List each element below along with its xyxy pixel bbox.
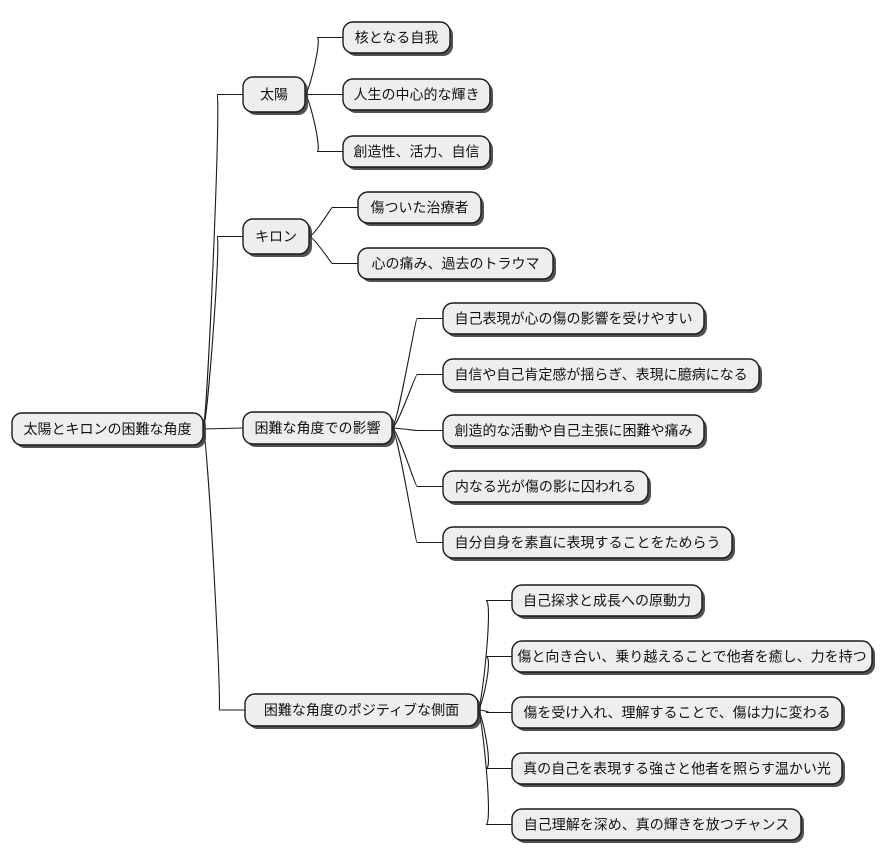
leaf-node-chiron-1-box[interactable] — [357, 191, 482, 224]
edge-root-to-konnan-eikyou — [202, 427, 244, 430]
leaf-node-konnan-eikyou-5-box[interactable] — [442, 526, 733, 559]
leaf-node-konnan-eikyou-5-label: 自分自身を素直に表現することをためらう — [455, 535, 721, 552]
leaf-node-konnan-positive-3[interactable]: 傷を受け入れ、理解することで、傷は力に変わる — [511, 696, 845, 731]
leaf-node-konnan-eikyou-5[interactable]: 自分自身を素直に表現することをためらう — [442, 526, 735, 561]
leaf-node-konnan-positive-1-label: 自己探求と成長への原動力 — [523, 594, 691, 610]
leaf-node-konnan-positive-2-label: 傷と向き合い、乗り越えることで他者を癒し、力を持つ — [517, 650, 866, 666]
edge-taiyou-to-核となる自我 — [304, 36, 343, 96]
leaf-node-taiyou-3-box[interactable] — [342, 135, 491, 168]
branch-node-taiyou-label: 太陽 — [260, 88, 288, 104]
leaf-node-konnan-eikyou-4-label: 内なる光が傷の影に囚われる — [455, 480, 636, 496]
branch-node-taiyou-box[interactable] — [242, 76, 306, 113]
leaf-node-konnan-positive-4-box[interactable] — [511, 752, 843, 785]
edge-root-to-chiron — [202, 235, 243, 430]
edge-chiron-to-心の痛み-過去のトラウマ — [308, 235, 358, 265]
root-node[interactable]: 太陽とキロンの困難な角度 — [11, 412, 206, 448]
leaf-node-konnan-positive-4-label: 真の自己を表現する強さと他者を照らす温かい光 — [523, 762, 831, 778]
leaf-node-konnan-eikyou-4-box[interactable] — [442, 470, 649, 503]
branch-node-chiron-box[interactable] — [242, 218, 310, 255]
leaf-node-konnan-eikyou-2-box[interactable] — [442, 358, 760, 391]
branch-node-konnan-positive[interactable]: 困難な角度のポジティブな側面 — [244, 693, 481, 729]
leaf-node-konnan-eikyou-1[interactable]: 自己表現が心の傷の影響を受けやすい — [442, 302, 707, 337]
leaf-node-konnan-positive-5-label: 自己理解を深め、真の輝きを放つチャンス — [524, 818, 790, 834]
leaf-node-konnan-eikyou-4[interactable]: 内なる光が傷の影に囚われる — [442, 470, 651, 505]
edge-root-to-taiyou — [202, 93, 243, 430]
leaf-node-konnan-eikyou-2[interactable]: 自信や自己肯定感が揺らぎ、表現に臆病になる — [442, 358, 762, 393]
leaf-node-taiyou-3-label: 創造性、活力、自信 — [354, 145, 480, 161]
branch-node-chiron[interactable]: キロン — [242, 218, 312, 257]
branch-node-konnan-positive-label: 困難な角度のポジティブな側面 — [264, 702, 459, 719]
leaf-node-konnan-positive-2[interactable]: 傷と向き合い、乗り越えることで他者を癒し、力を持つ — [511, 640, 875, 675]
branch-node-konnan-eikyou-label: 困難な角度での影響 — [255, 420, 381, 437]
leaf-node-konnan-positive-5-box[interactable] — [511, 808, 802, 841]
edge-konnan-positive-to-自己理解を深め-真の輝きを放つチャンス — [477, 709, 512, 826]
leaf-node-chiron-1-label: 傷ついた治療者 — [371, 200, 469, 217]
leaf-node-konnan-eikyou-3[interactable]: 創造的な活動や自己主張に困難や痛み — [442, 414, 707, 449]
leaf-node-konnan-positive-1[interactable]: 自己探求と成長への原動力 — [511, 584, 705, 619]
edge-root-to-konnan-positive — [202, 428, 245, 711]
leaf-node-konnan-eikyou-3-box[interactable] — [442, 414, 705, 447]
edge-konnan-eikyou-to-自分自身を素直に表現することをためらう — [391, 427, 443, 544]
leaf-node-taiyou-2[interactable]: 人生の中心的な輝き — [342, 78, 493, 113]
leaf-node-chiron-1[interactable]: 傷ついた治療者 — [357, 191, 484, 226]
edge-konnan-eikyou-to-内なる光が傷の影に囚われる — [391, 427, 443, 488]
leaf-node-konnan-positive-5[interactable]: 自己理解を深め、真の輝きを放つチャンス — [511, 808, 804, 843]
leaf-node-chiron-2-label: 心の痛み、過去のトラウマ — [372, 256, 540, 273]
leaf-node-taiyou-1-label: 核となる自我 — [355, 31, 439, 47]
leaf-node-konnan-positive-2-box[interactable] — [511, 640, 873, 673]
branch-node-taiyou[interactable]: 太陽 — [242, 76, 308, 115]
leaf-node-konnan-positive-3-box[interactable] — [511, 696, 843, 729]
nodes-layer: 太陽とキロンの困難な角度 太陽 核となる自我人生の中心的な輝き創造性、活力、自信キロ… — [11, 21, 875, 843]
root-node-label: 太陽とキロンの困難な角度 — [24, 422, 192, 438]
leaf-node-taiyou-1-box[interactable] — [342, 21, 451, 54]
leaf-node-chiron-2-box[interactable] — [357, 247, 554, 280]
edge-konnan-positive-to-自己探求と成長への原動力 — [477, 599, 512, 711]
leaf-node-konnan-positive-4[interactable]: 真の自己を表現する強さと他者を照らす温かい光 — [511, 752, 845, 787]
leaf-node-konnan-positive-1-box[interactable] — [511, 584, 703, 617]
leaf-node-chiron-2[interactable]: 心の痛み、過去のトラウマ — [357, 247, 556, 282]
leaf-node-konnan-eikyou-2-label: 自信や自己肯定感が揺らぎ、表現に臆病になる — [454, 367, 747, 384]
edge-chiron-to-傷ついた治療者 — [308, 206, 358, 238]
edge-konnan-eikyou-to-自己表現が心の傷の影響を受けやすい — [391, 317, 443, 429]
leaf-node-konnan-positive-3-label: 傷を受け入れ、理解することで、傷は力に変わる — [523, 705, 830, 722]
branch-node-konnan-eikyou-box[interactable] — [242, 411, 393, 445]
edge-konnan-positive-to-傷を受け入れ-理解することで-傷は力に変わる — [477, 709, 512, 714]
branch-node-konnan-eikyou[interactable]: 困難な角度での影響 — [242, 411, 395, 447]
leaf-node-konnan-eikyou-1-label: 自己表現が心の傷の影響を受けやすい — [455, 311, 693, 328]
root-node-box[interactable] — [11, 412, 204, 446]
leaf-node-taiyou-1[interactable]: 核となる自我 — [342, 21, 453, 56]
edge-taiyou-to-創造性-活力-自信 — [304, 93, 343, 153]
leaf-node-konnan-eikyou-1-box[interactable] — [442, 302, 705, 335]
branch-node-konnan-positive-box[interactable] — [244, 693, 479, 727]
leaf-node-konnan-eikyou-3-label: 創造的な活動や自己主張に困難や痛み — [455, 423, 693, 440]
leaf-node-taiyou-2-label: 人生の中心的な輝き — [354, 88, 480, 104]
branch-node-chiron-label: キロン — [255, 230, 297, 246]
leaf-node-taiyou-3[interactable]: 創造性、活力、自信 — [342, 135, 493, 170]
leaf-node-taiyou-2-box[interactable] — [342, 78, 491, 111]
edge-konnan-eikyou-to-創造的な活動や自己主張に困難や痛み — [391, 427, 443, 432]
